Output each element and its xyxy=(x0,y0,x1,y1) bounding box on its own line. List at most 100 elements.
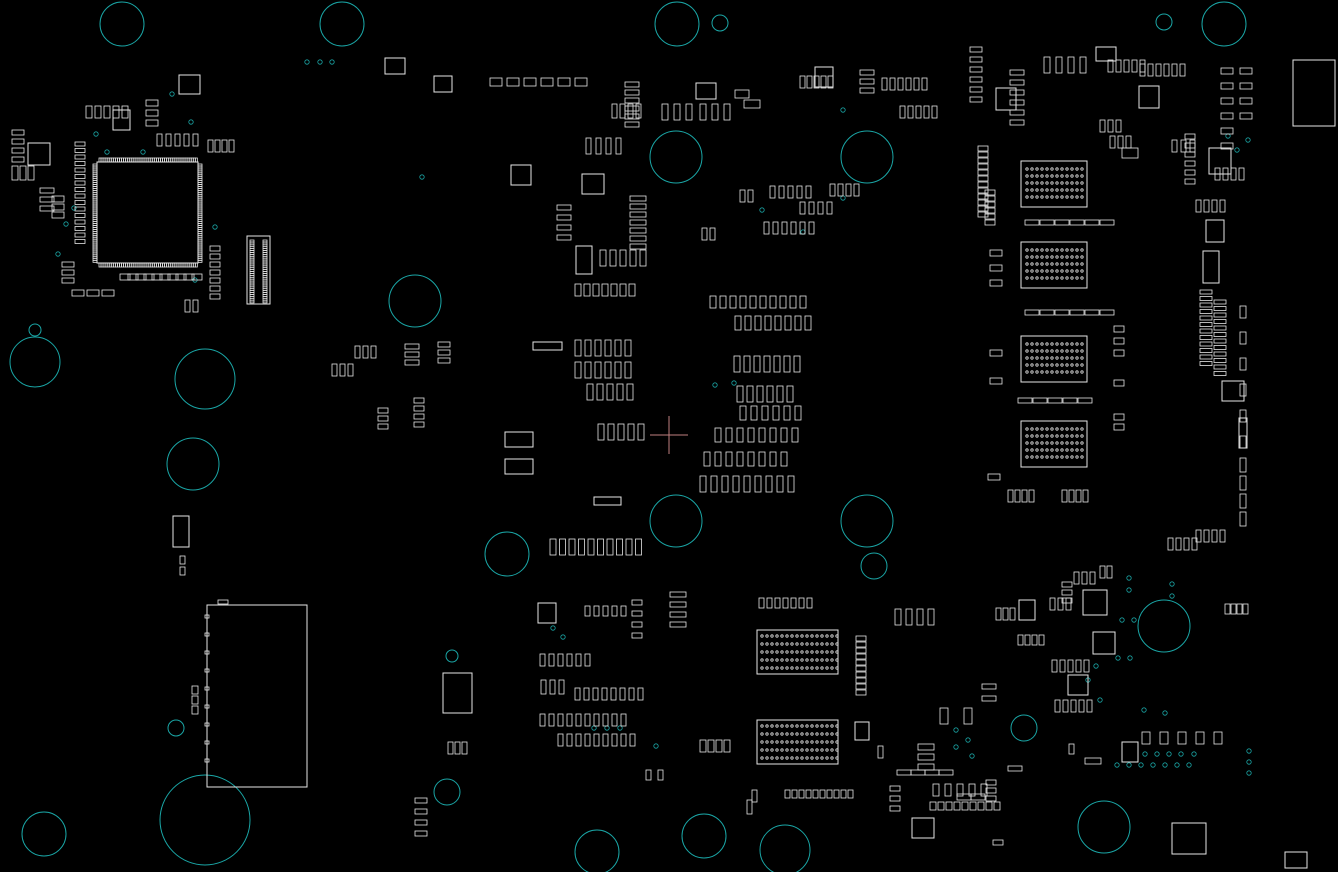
smd-pad xyxy=(743,475,751,493)
bga-ball xyxy=(1080,181,1084,185)
via xyxy=(169,91,175,97)
smd-pad xyxy=(593,733,600,747)
smd-pad xyxy=(734,89,750,99)
bga-ball xyxy=(1035,269,1039,273)
smd-pad xyxy=(729,295,737,309)
smd-pad xyxy=(619,283,627,297)
square-part-18 xyxy=(695,82,717,100)
via xyxy=(1174,762,1180,768)
fpc-connector-outline xyxy=(246,235,271,305)
mounting-hole xyxy=(388,274,442,328)
bga-ball xyxy=(770,748,774,752)
via xyxy=(1114,762,1120,768)
bga-ball xyxy=(795,732,799,736)
smd-pad xyxy=(1213,338,1227,344)
smd-pad xyxy=(437,357,451,364)
bga-ball xyxy=(830,740,834,744)
bga-ball xyxy=(1030,195,1034,199)
smd-pad xyxy=(557,733,564,747)
switch-outline xyxy=(442,672,473,714)
smd-pad xyxy=(984,195,996,202)
bga-ball xyxy=(1050,349,1054,353)
bga-ball xyxy=(1025,276,1029,280)
smd-pad xyxy=(1054,309,1070,316)
smd-pad xyxy=(790,597,797,609)
smd-pad xyxy=(27,165,35,181)
smd-pad xyxy=(989,279,1003,287)
bga-ball xyxy=(1025,195,1029,199)
bga-ball xyxy=(1065,434,1069,438)
smd-pad xyxy=(916,608,924,626)
smd-pad xyxy=(789,295,797,309)
bga-memory-2 xyxy=(1020,241,1088,289)
smd-pad xyxy=(594,361,602,379)
smd-pad xyxy=(1077,397,1093,404)
smd-pad xyxy=(183,273,195,281)
bga-ball xyxy=(1040,167,1044,171)
smd-pad xyxy=(584,713,591,727)
via xyxy=(188,119,194,125)
smd-pad xyxy=(1239,475,1247,491)
bga-ball xyxy=(1030,174,1034,178)
smd-pad xyxy=(584,653,591,667)
bga-ball xyxy=(1075,181,1079,185)
bga-ball xyxy=(820,748,824,752)
square-part-bottom-right xyxy=(1171,822,1207,855)
smd-pad xyxy=(707,739,715,753)
bga-ball xyxy=(1070,455,1074,459)
smd-pad xyxy=(1239,82,1253,90)
smd-pad xyxy=(1222,167,1229,181)
smd-pad xyxy=(1239,97,1253,105)
bga-ball xyxy=(1075,342,1079,346)
bga-ball xyxy=(1055,342,1059,346)
smd-pad xyxy=(184,299,191,313)
smd-pad xyxy=(540,77,554,87)
smd-pad xyxy=(855,671,867,678)
smd-pad xyxy=(790,221,797,235)
smd-pad xyxy=(1123,59,1130,73)
smd-pad xyxy=(606,538,614,556)
smd-pad xyxy=(939,707,949,725)
bga-ball xyxy=(1025,255,1029,259)
bga-ball xyxy=(1040,181,1044,185)
bga-ball xyxy=(1070,195,1074,199)
smd-pad xyxy=(85,105,93,119)
smd-pad xyxy=(631,621,643,628)
bga-ball xyxy=(770,732,774,736)
smd-pad xyxy=(635,538,642,556)
smd-pad xyxy=(249,300,255,304)
bga-ball xyxy=(760,740,764,744)
smd-pad xyxy=(145,99,159,107)
smd-pad xyxy=(1213,364,1227,370)
bga-ball xyxy=(1035,188,1039,192)
smd-pad xyxy=(629,211,647,218)
bga-ball xyxy=(815,732,819,736)
origin-crosshair xyxy=(650,416,688,454)
smd-pad xyxy=(977,199,989,206)
square-part-top-mid xyxy=(581,173,605,195)
bga-ball xyxy=(1070,356,1074,360)
smd-pad xyxy=(714,451,722,467)
smd-pad xyxy=(709,227,716,241)
smd-pad xyxy=(669,601,687,608)
smd-pad xyxy=(709,295,717,309)
bga-ball xyxy=(795,634,799,638)
smd-pad xyxy=(404,343,420,350)
smd-pad xyxy=(796,185,803,199)
smd-pad xyxy=(1199,335,1213,340)
smd-pad xyxy=(39,205,55,212)
smd-pad xyxy=(1069,219,1085,226)
bga-ball xyxy=(800,732,804,736)
smd-pad xyxy=(1007,765,1023,772)
via xyxy=(550,625,556,631)
smd-pad xyxy=(1028,489,1035,503)
bga-ball xyxy=(1045,455,1049,459)
smd-pad xyxy=(39,187,55,194)
smd-pad xyxy=(191,273,203,281)
smd-pad xyxy=(984,201,996,208)
smd-pad xyxy=(1199,315,1213,321)
bga-ball xyxy=(770,740,774,744)
bga-ball xyxy=(800,740,804,744)
smd-pad xyxy=(1106,565,1113,579)
smd-pad xyxy=(773,355,781,373)
